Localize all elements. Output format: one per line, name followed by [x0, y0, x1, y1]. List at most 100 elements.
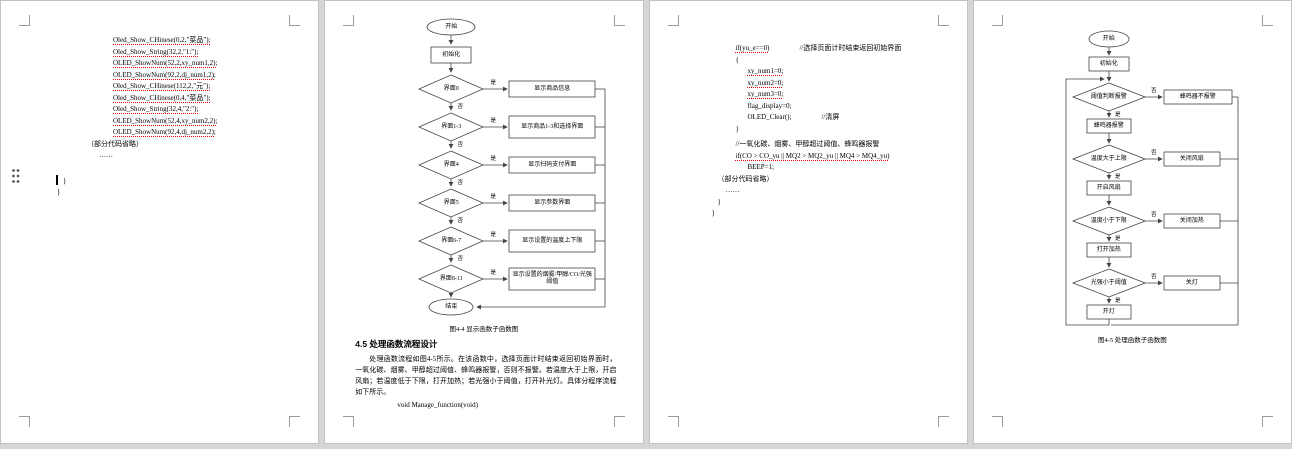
flow-decision[interactable]: 界面1-3 [441, 123, 462, 130]
flow-process[interactable]: 关闭风扇 [1179, 155, 1204, 162]
margin-mark [613, 416, 625, 427]
code-line[interactable]: …… [99, 151, 113, 159]
flow-decision[interactable]: 光强小于阈值 [1090, 279, 1127, 286]
flow-decision[interactable]: 界面4 [443, 161, 459, 168]
margin-mark [289, 15, 301, 26]
margin-mark [991, 15, 1003, 26]
flow-decision[interactable]: 界面6-7 [441, 237, 462, 244]
flow-yes-label: 是 [490, 117, 496, 124]
flow-decision[interactable]: 界面8-11 [439, 275, 463, 282]
flow-no-label: 否 [1150, 149, 1157, 156]
flow-decision[interactable]: 温度大于上限 [1090, 155, 1127, 162]
margin-mark [289, 416, 301, 427]
flow-process[interactable]: 开灯 [1102, 308, 1115, 315]
flow-decision[interactable]: 界面0 [443, 85, 459, 92]
flow-yes-label: 是 [490, 155, 496, 162]
code-line[interactable]: xy_num2=0; [747, 78, 784, 87]
flow-process[interactable]: 显示设置的温度上下限 [522, 237, 583, 244]
code-line[interactable]: xy_num1=0; [747, 67, 784, 75]
code-line[interactable]: } [735, 124, 739, 133]
margin-mark [1262, 416, 1273, 427]
margin-mark [667, 15, 679, 26]
flow-process[interactable]: 显示参数界面 [534, 199, 571, 206]
code-line[interactable]: …… [725, 186, 740, 194]
code-line[interactable]: OLED_ShowNum(92,4,dj_num2,2); [113, 128, 216, 136]
flow-init[interactable]: 初始化 [442, 51, 461, 58]
code-line[interactable]: Oled_Show_CHinese(0,4,"菜品"); [113, 93, 211, 102]
code-block[interactable]: Oled_Show_CHinese(0,2,"菜品"); Oled_Show_S… [57, 35, 218, 199]
flow-decision[interactable]: 界面5 [443, 199, 459, 206]
code-line[interactable]: Oled_Show_String(32,2,"1:"); [113, 47, 199, 56]
code-line[interactable]: } [717, 197, 721, 206]
flow-yes-label: 是 [1114, 111, 1121, 118]
code-line[interactable]: if(CO > CO_yu || MQ2 > MQ2_yu || MQ4 > M… [735, 151, 890, 160]
flow-process[interactable]: 开启风扇 [1096, 184, 1121, 191]
flowchart-manage-function[interactable]: 开始 初始化 阈值判断报警 蜂鸣器报警 蜂鸣器不报警 温度大于上限 开启风扇 关… [1014, 29, 1254, 329]
flow-no-label: 否 [1150, 273, 1157, 280]
code-line[interactable]: void Manage_function(void) [397, 401, 478, 409]
page-4[interactable]: 开始 初始化 阈值判断报警 蜂鸣器报警 蜂鸣器不报警 温度大于上限 开启风扇 关… [972, 0, 1292, 444]
flow-yes-label: 是 [490, 193, 496, 200]
flow-yes-label: 是 [490, 231, 496, 238]
code-line[interactable]: } [711, 209, 715, 217]
flow-process[interactable]: 显示扫码支付界面 [528, 161, 577, 168]
flow-start[interactable]: 开始 [445, 23, 458, 30]
flow-process[interactable]: 显示商品信息 [534, 85, 571, 92]
flow-init[interactable]: 初始化 [1099, 60, 1118, 67]
flow-process[interactable]: 打开加热 [1096, 246, 1121, 253]
flow-process[interactable]: 显示商品1-3和选择界面 [521, 123, 584, 130]
flow-no-label: 否 [1150, 87, 1157, 94]
page-2[interactable]: 开始 初始化 界面0 界面1-3 界面4 界面5 界面6-7 界面8-11 显示… [324, 0, 644, 444]
margin-mark [343, 416, 355, 427]
flow-start[interactable]: 开始 [1102, 35, 1115, 42]
page-3[interactable]: if(yu_e==0)//选择页面计时结束返回初始界面 { xy_num1=0;… [648, 0, 968, 444]
flow-process[interactable]: 关灯 [1185, 279, 1198, 286]
figure-caption[interactable]: 图4-5 处理函数子函数图 [1097, 337, 1167, 344]
flow-end[interactable]: 结束 [445, 303, 458, 310]
flow-yes-label: 是 [490, 79, 496, 86]
paragraph-drag-handle-icon[interactable] [12, 169, 21, 185]
flow-process[interactable]: 蜂鸣器报警 [1093, 122, 1124, 129]
code-line[interactable]: //一氧化碳、烟雾、甲醇超过阈值、蜂鸣器报警 [735, 140, 880, 148]
margin-mark [613, 15, 625, 26]
section-heading[interactable]: 4.5 处理函数流程设计 [355, 339, 438, 349]
code-line[interactable]: OLED_Clear();//清屏 [747, 113, 840, 121]
margin-mark [343, 15, 355, 26]
flowchart-display-function[interactable]: 开始 初始化 界面0 界面1-3 界面4 界面5 界面6-7 界面8-11 显示… [343, 17, 623, 319]
code-block[interactable]: if(yu_e==0)//选择页面计时结束返回初始界面 { xy_num1=0;… [712, 43, 902, 220]
text-cursor [56, 175, 58, 185]
code-line[interactable]: } [57, 188, 61, 196]
flow-process[interactable]: 关闭加热 [1179, 217, 1204, 224]
code-line[interactable]: Oled_Show_String(32,4,"2:"); [113, 105, 199, 113]
flow-no-label: 否 [457, 179, 463, 186]
code-line[interactable]: OLED_ShowNum(92,2,dj_num1,2); [113, 70, 216, 79]
flowchart-shapes[interactable] [1014, 29, 1254, 329]
flow-yes-label: 是 [1114, 235, 1121, 242]
flow-no-label: 否 [457, 217, 463, 224]
code-line[interactable]: Oled_Show_CHinese(112,2,"元"); [113, 82, 211, 90]
code-line[interactable]: xy_num3=0; [747, 90, 784, 98]
flowchart-shapes[interactable] [343, 17, 623, 319]
page-1[interactable]: Oled_Show_CHinese(0,2,"菜品"); Oled_Show_S… [0, 0, 320, 444]
flow-process[interactable]: 显示设置的烟雾/甲醇/CO/光强阈值 [512, 272, 592, 285]
code-line[interactable]: （部分代码省略） [87, 139, 143, 148]
margin-mark [667, 416, 679, 427]
flow-decision[interactable]: 温度小于下限 [1090, 217, 1127, 224]
margin-mark [937, 15, 949, 26]
code-line[interactable]: BEEP=1; [747, 163, 775, 171]
margin-mark [991, 416, 1003, 427]
code-line[interactable]: OLED_ShowNum(52,4,xy_num2,2); [113, 116, 218, 125]
code-line[interactable]: flag_display=0; [747, 101, 792, 110]
code-line[interactable]: if(yu_e==0)//选择页面计时结束返回初始界面 [735, 44, 902, 52]
code-line[interactable]: } [63, 176, 67, 185]
code-line[interactable]: （部分代码省略） [717, 174, 774, 183]
code-line[interactable]: Oled_Show_CHinese(0,2,"菜品"); [113, 36, 211, 44]
figure-caption[interactable]: 图4-4 显示函数子函数图 [449, 326, 519, 333]
body-paragraph[interactable]: 处理函数流程如图4-5所示。在该函数中，选择页面计时结束返回初始界面时，一氧化碳… [355, 355, 617, 396]
code-line[interactable]: { [735, 55, 739, 64]
margin-mark [19, 15, 30, 26]
code-line[interactable]: OLED_ShowNum(52,2,xy_num1,2); [113, 59, 218, 67]
margin-mark [937, 416, 949, 427]
flow-process[interactable]: 蜂鸣器不报警 [1179, 93, 1216, 100]
flow-decision[interactable]: 阈值判断报警 [1090, 93, 1127, 100]
